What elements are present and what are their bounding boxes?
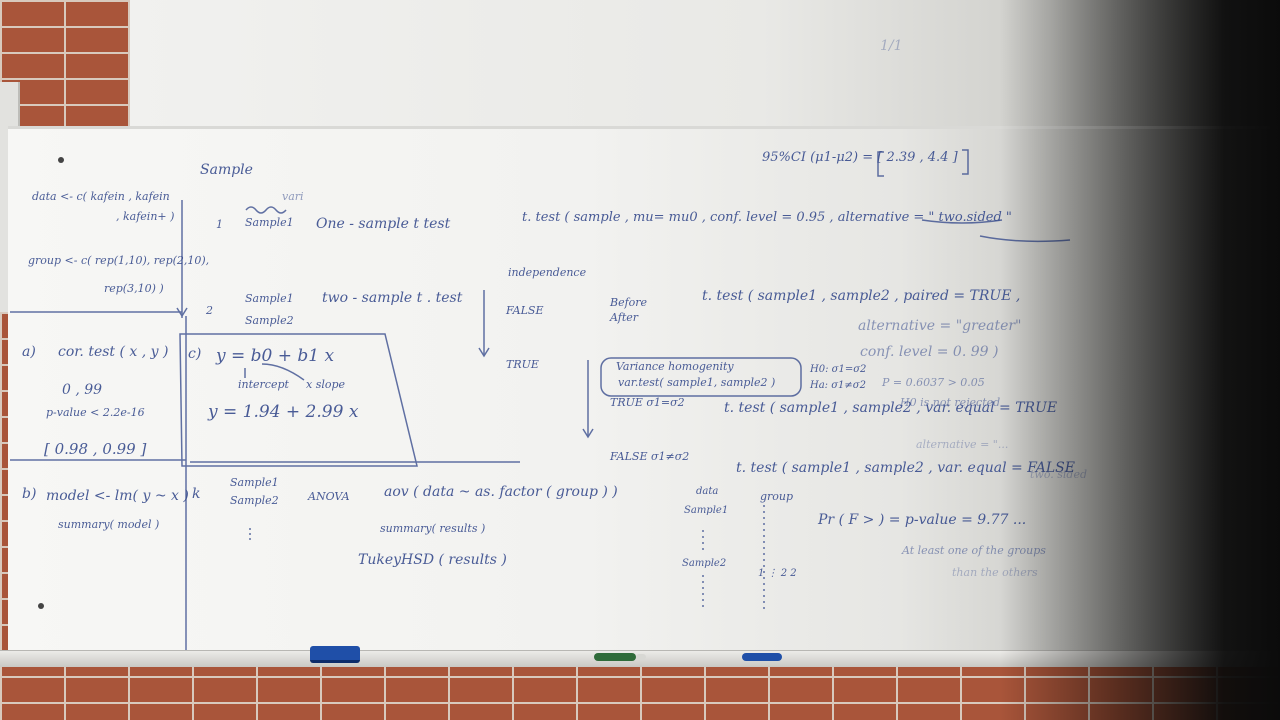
slope-label: x slope [306, 378, 346, 391]
intercept-label: intercept [238, 378, 289, 391]
cor-value: 0 , 99 [62, 382, 103, 398]
row2-sample2: Sample2 [245, 314, 294, 327]
ttest-unequal-code: t. test ( sample1 , sample2 , var. equal… [736, 460, 1075, 476]
anova-label: ANOVA [308, 490, 350, 503]
row1-number: 1 [216, 218, 223, 231]
row2-number: 2 [206, 304, 213, 317]
green-marker[interactable] [594, 653, 636, 661]
regression-box [179, 333, 418, 467]
regression-fitted: y = 1.94 + 2.99 x [208, 402, 359, 422]
k-label: k [192, 486, 201, 502]
row1-sample: Sample1 [245, 216, 294, 229]
paired-code: t. test ( sample1 , sample2 , paired = T… [702, 288, 1021, 304]
data-column-sample2: Sample2 [682, 558, 727, 569]
group-code-line-2: rep(3,10) ) [104, 282, 164, 295]
part-b-label: b) [22, 486, 37, 502]
independence-label: independence [508, 266, 587, 279]
before-label: Before [610, 296, 648, 309]
true-label: TRUE [506, 358, 539, 371]
data-code-line-1: data <- c( kafein , kafein [32, 190, 170, 203]
part-c-label: c) [188, 346, 202, 362]
than-others-note: than the others [952, 566, 1038, 579]
two-sided-note: two. sided [1030, 468, 1088, 481]
data-code-line-2: , kafein+ ) [116, 210, 175, 223]
sample-heading: Sample [200, 162, 253, 178]
group-code-line-1: group <- c( rep(1,10), rep(2,10), [28, 254, 210, 267]
variance-box-outline [600, 357, 802, 397]
marker-cap [636, 654, 646, 660]
summary-results-code: summary( results ) [380, 522, 486, 535]
ci-line: 95%CI (μ1-μ2) = [ 2.39 , 4.4 ] [762, 150, 958, 165]
alternative-greater: alternative = "greater" [858, 318, 1022, 334]
summary-model-code: summary( model ) [58, 518, 160, 531]
group-column-values: 1 ⋮ 2 2 [758, 568, 797, 579]
part-a-label: a) [22, 344, 36, 360]
at-least-one-note: At least one of the groups [902, 544, 1046, 557]
regression-general: y = b0 + b1 x [216, 346, 335, 366]
board-screw [38, 603, 44, 609]
aov-code: aov ( data ~ as. factor ( group ) ) [384, 484, 618, 500]
ttest-equal-code: t. test ( sample1 , sample2 , var. equal… [724, 400, 1058, 416]
anova-sample1: Sample1 [230, 476, 279, 489]
after-label: After [610, 311, 639, 324]
row2-sample1: Sample1 [245, 292, 294, 305]
tukey-code: TukeyHSD ( results ) [358, 552, 507, 568]
cor-test-code: cor. test ( x , y ) [58, 344, 169, 360]
corner-note: 1/1 [880, 38, 903, 54]
data-column-sample1: Sample1 [684, 505, 729, 516]
board-screw [58, 157, 64, 163]
variance-box-line-1: Variance homogenity [616, 360, 734, 373]
ha-variance: Ha: σ1≠σ2 [810, 380, 866, 391]
false-label: FALSE [506, 304, 544, 317]
eraser[interactable] [310, 646, 360, 663]
h0-variance: H0: σ1=σ2 [810, 364, 867, 375]
anova-sample2: Sample2 [230, 494, 279, 507]
pr-f-line: Pr ( F > ) = p-value = 9.77 ... [818, 512, 1027, 528]
row1-var-note: vari [282, 190, 304, 203]
group-column-header: group [760, 490, 794, 503]
variance-box-line-2: var.test( sample1, sample2 ) [618, 376, 776, 389]
pvalue-variance: P = 0.6037 > 0.05 [882, 376, 985, 389]
alternative-note: alternative = "... [916, 438, 1009, 451]
false-unequal-label: FALSE σ1≠σ2 [610, 450, 690, 463]
h0-not-rejected: H0 is not rejected [900, 396, 1001, 409]
model-code: model <- lm( y ~ x ) [46, 488, 189, 504]
data-column-header: data [696, 486, 719, 497]
row1-code: t. test ( sample , mu= mu0 , conf. level… [522, 210, 1012, 225]
conf-level: conf. level = 0. 99 ) [860, 344, 999, 360]
blue-marker[interactable] [742, 653, 782, 661]
row2-test-name: two - sample t . test [322, 290, 463, 306]
true-equal-label: TRUE σ1=σ2 [610, 396, 685, 409]
cor-pvalue: p-value < 2.2e-16 [46, 406, 145, 419]
cor-ci: [ 0.98 , 0.99 ] [44, 440, 147, 458]
row1-test-name: One - sample t test [316, 216, 451, 232]
